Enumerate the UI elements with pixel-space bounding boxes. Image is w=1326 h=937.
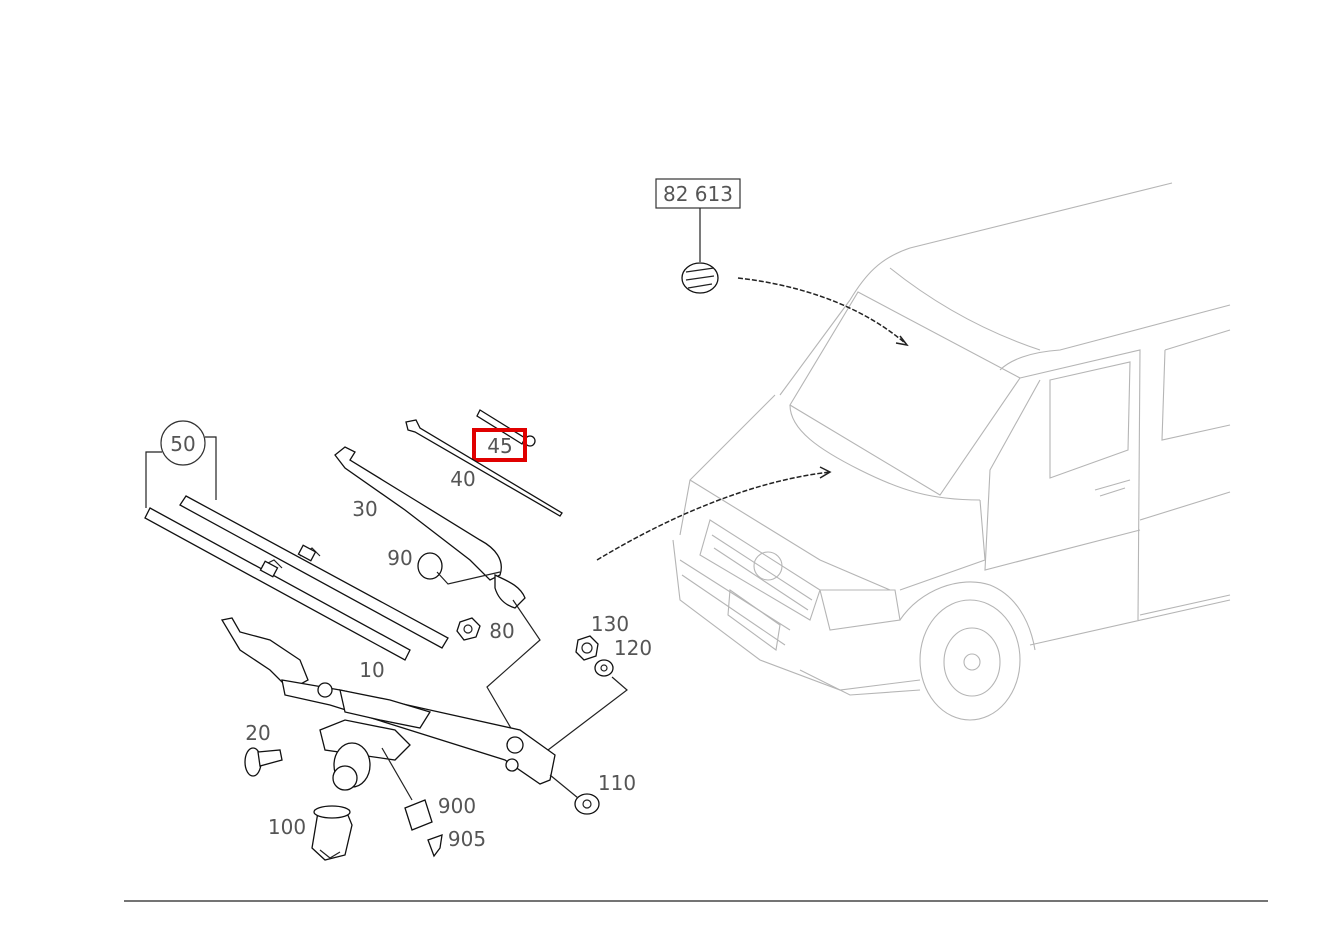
callout-900: 900 [438,794,476,818]
part-900-connector[interactable]: 900 [381,747,476,831]
callout-100: 100 [268,815,306,839]
spray-nozzle-part [681,262,719,294]
part-50-wiper-blades[interactable]: 50 [144,420,449,661]
leader-line [486,599,541,731]
callout-90: 90 [387,546,412,570]
part-110-washer[interactable]: 110 [549,771,636,815]
part-40-rod[interactable]: 40 [405,419,563,517]
callout-30: 30 [352,497,377,521]
part-120-washer[interactable]: 120 [547,636,652,751]
part-20-bolt[interactable]: 20 [244,721,283,777]
part-45-insert[interactable]: 45 [472,409,536,462]
reference-82613[interactable]: 82 613 [655,178,741,294]
reference-label: 82 613 [663,182,733,206]
callout-905: 905 [448,827,486,851]
location-arrows [596,277,909,561]
part-80-nut[interactable]: 80 [456,617,515,643]
part-10-wiper-linkage[interactable]: 10 [220,617,556,791]
part-100-motor-cover[interactable]: 100 [268,805,353,861]
callout-10: 10 [359,658,384,682]
callout-80: 80 [489,619,514,643]
callout-20: 20 [245,721,270,745]
callout-110: 110 [598,771,636,795]
callout-50: 50 [170,432,195,456]
part-30-wiper-arm[interactable]: 30 [334,446,526,609]
van-outline [672,182,1231,721]
callout-120: 120 [614,636,652,660]
callout-40: 40 [450,467,475,491]
part-130-nut[interactable]: 130 [575,612,629,661]
part-90-cap[interactable]: 90 [387,546,501,585]
callout-45: 45 [487,434,512,458]
part-905-terminal[interactable]: 905 [427,827,486,858]
callout-130: 130 [591,612,629,636]
highlight-box [472,428,527,462]
